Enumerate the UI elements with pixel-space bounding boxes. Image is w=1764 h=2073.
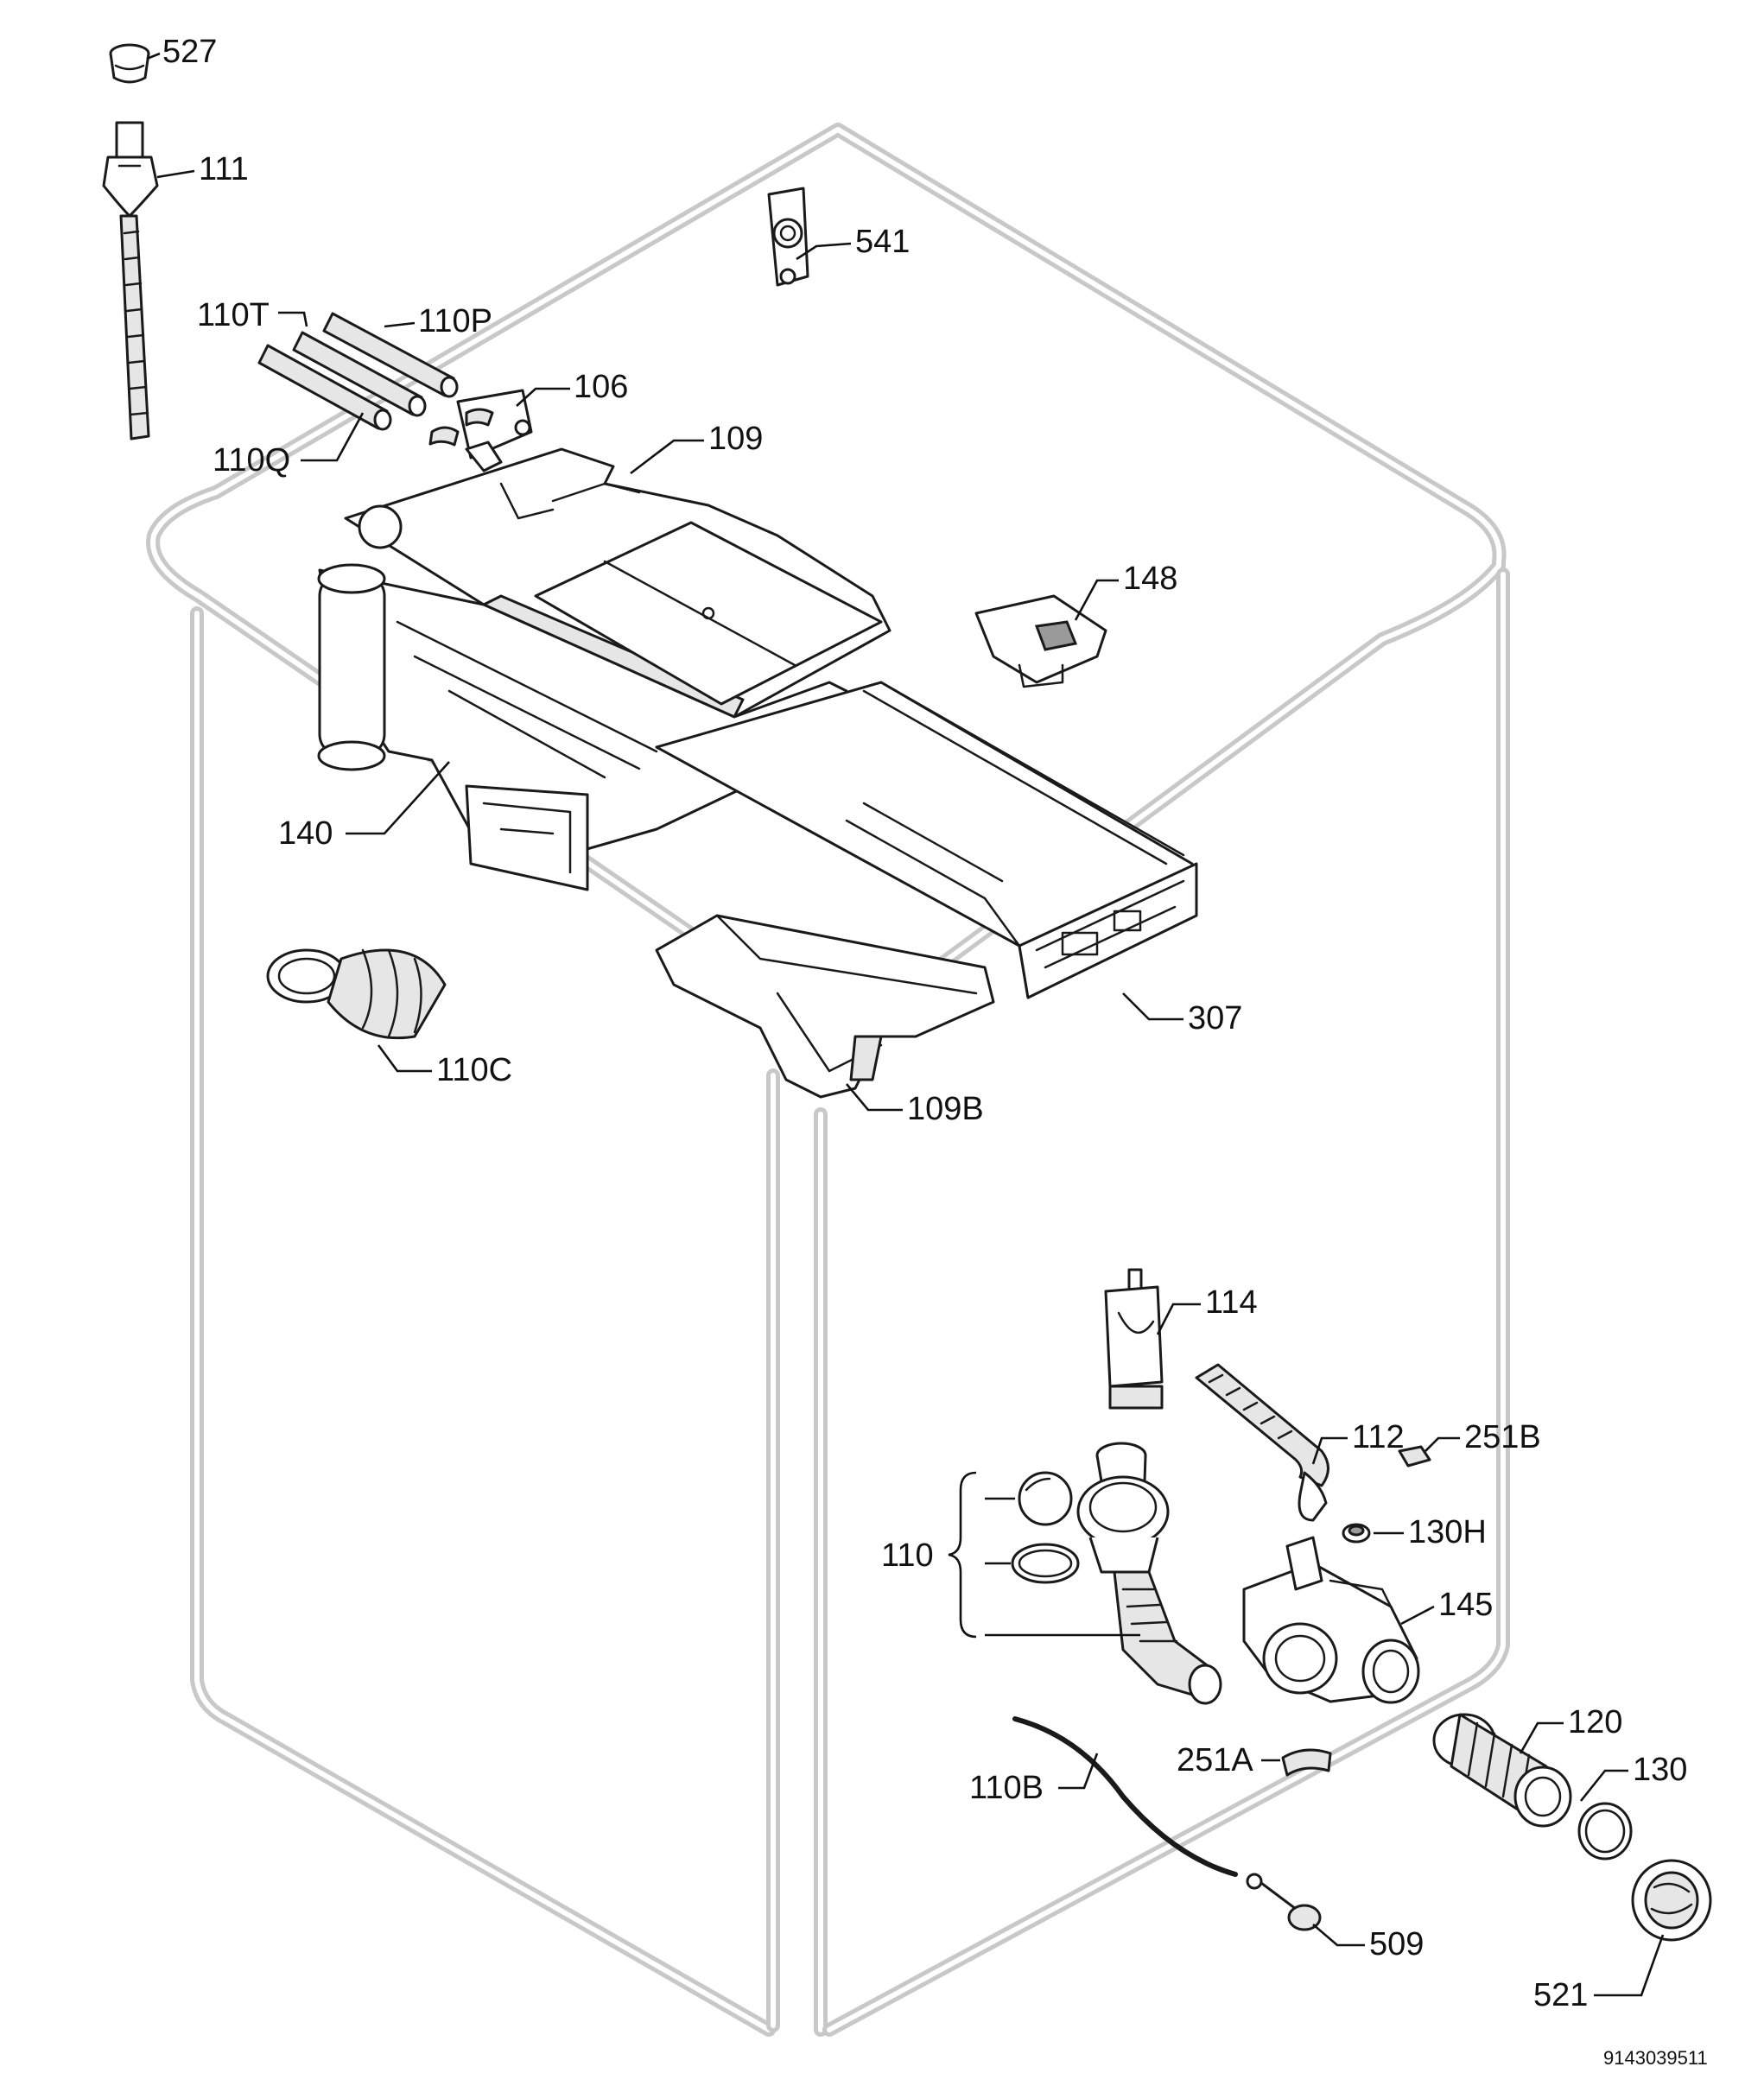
label-112: 112 xyxy=(1352,1419,1405,1455)
label-251A: 251A xyxy=(1177,1742,1253,1778)
part-112-hose xyxy=(1195,1363,1329,1522)
part-145-pump xyxy=(1242,1536,1420,1704)
label-527: 527 xyxy=(162,34,217,70)
part-110-sump-group xyxy=(1011,1442,1222,1705)
label-109B: 109B xyxy=(907,1091,984,1127)
part-521-filter-cap xyxy=(1631,1859,1712,1942)
part-114-air-chamber xyxy=(1104,1268,1164,1410)
label-110P: 110P xyxy=(418,303,492,339)
part-140-dispenser-body xyxy=(317,504,848,891)
label-140: 140 xyxy=(278,815,333,852)
part-527-cap xyxy=(109,43,150,84)
label-110C: 110C xyxy=(436,1052,512,1088)
part-130H-gasket xyxy=(1342,1523,1371,1544)
part-110-pipes xyxy=(257,312,459,431)
label-541: 541 xyxy=(855,224,910,260)
part-251B-clip xyxy=(1398,1445,1431,1468)
label-114: 114 xyxy=(1205,1284,1258,1321)
label-521: 521 xyxy=(1533,1977,1588,2013)
part-111-inlet-hose xyxy=(102,121,159,441)
label-130H: 130H xyxy=(1408,1514,1487,1550)
label-251B: 251B xyxy=(1464,1419,1541,1455)
part-509-plug xyxy=(1246,1873,1322,1931)
label-106: 106 xyxy=(574,369,628,405)
part-106-valve xyxy=(428,389,533,472)
part-307-drawer-frame xyxy=(655,681,1198,999)
label-509: 509 xyxy=(1369,1926,1424,1962)
part-110C-bellows xyxy=(266,948,447,1040)
label-110T: 110T xyxy=(197,297,270,333)
label-307: 307 xyxy=(1188,1000,1242,1036)
label-130: 130 xyxy=(1633,1752,1687,1788)
label-110Q: 110Q xyxy=(213,442,290,479)
part-130-o-ring xyxy=(1577,1802,1633,1861)
label-111: 111 xyxy=(199,151,249,187)
label-145: 145 xyxy=(1438,1587,1493,1623)
part-251A-clip xyxy=(1281,1748,1332,1777)
part-541-bracket xyxy=(767,187,809,287)
label-109: 109 xyxy=(708,421,763,457)
leader-lines xyxy=(146,52,1665,1997)
part-labels: 527 111 541 110T 110P 106 110Q 109 148 1… xyxy=(162,34,1687,2013)
label-110B: 110B xyxy=(969,1770,1044,1806)
label-110: 110 xyxy=(881,1537,934,1574)
part-109B-front-panel xyxy=(655,914,995,1099)
part-120-filter xyxy=(1432,1713,1572,1828)
label-148: 148 xyxy=(1123,561,1177,597)
cabinet-outline xyxy=(146,123,1510,2037)
part-109-dispenser-top xyxy=(344,447,892,719)
part-110B-drain-hose xyxy=(1012,1716,1238,1877)
part-148-clip xyxy=(974,594,1107,688)
label-120: 120 xyxy=(1568,1704,1622,1740)
drawing-code: 9143039511 xyxy=(1603,2047,1708,2069)
